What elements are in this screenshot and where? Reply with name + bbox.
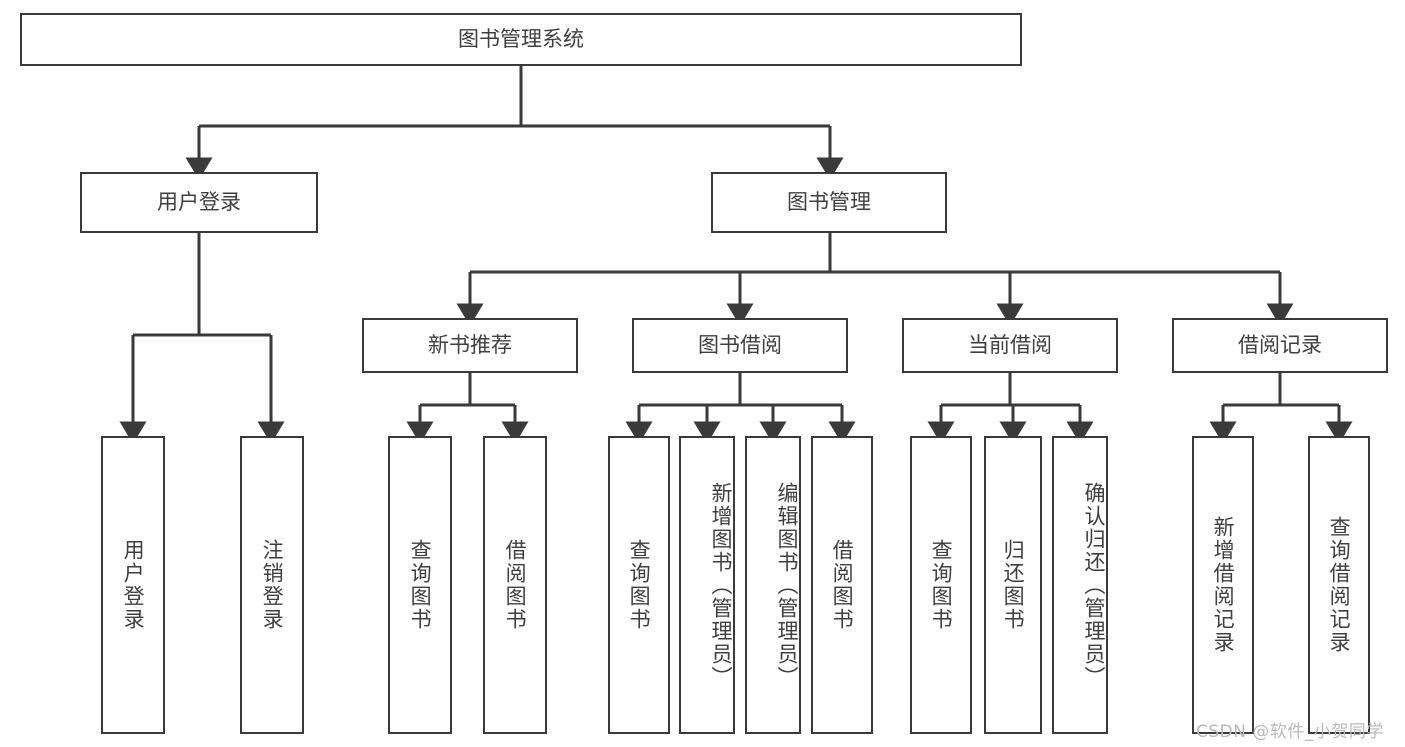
node-leaf-query-book-current-label: 查询图书 xyxy=(929,539,954,631)
node-leaf-logout[interactable]: 注销登录 xyxy=(240,436,304,734)
node-leaf-add-book-admin-label: 新增图书（管理员） xyxy=(709,481,733,689)
node-leaf-query-book-borrow[interactable]: 查询图书 xyxy=(608,436,670,734)
node-leaf-user-login[interactable]: 用户登录 xyxy=(101,436,165,734)
node-leaf-confirm-return-admin-label: 确认归还（管理员） xyxy=(1082,481,1106,689)
node-book-borrow[interactable]: 图书借阅 xyxy=(632,318,848,373)
node-leaf-borrow-book-recommendation[interactable]: 借阅图书 xyxy=(483,436,547,734)
node-leaf-add-book-admin[interactable]: 新增图书（管理员） xyxy=(679,436,735,734)
node-book-manage-label: 图书管理 xyxy=(787,190,871,215)
node-leaf-add-borrow-record[interactable]: 新增借阅记录 xyxy=(1192,436,1254,734)
node-leaf-user-login-label: 用户登录 xyxy=(121,539,146,631)
node-borrow-record[interactable]: 借阅记录 xyxy=(1172,318,1388,373)
node-leaf-add-borrow-record-label: 新增借阅记录 xyxy=(1211,516,1236,654)
csdn-watermark: CSDN @软件_小贺同学 xyxy=(1196,722,1384,742)
node-new-book-recommendation-label: 新书推荐 xyxy=(428,333,512,358)
node-leaf-logout-label: 注销登录 xyxy=(260,539,285,631)
node-leaf-borrow-book-label: 借阅图书 xyxy=(830,539,855,631)
node-user-login[interactable]: 用户登录 xyxy=(80,172,318,233)
node-leaf-query-book-borrow-label: 查询图书 xyxy=(627,539,652,631)
node-leaf-borrow-book-recommendation-label: 借阅图书 xyxy=(503,539,528,631)
node-current-borrow-label: 当前借阅 xyxy=(968,333,1052,358)
node-leaf-return-book-label: 归还图书 xyxy=(1001,539,1026,631)
node-borrow-record-label: 借阅记录 xyxy=(1238,333,1322,358)
node-new-book-recommendation[interactable]: 新书推荐 xyxy=(362,318,578,373)
node-leaf-query-book-recommendation[interactable]: 查询图书 xyxy=(388,436,452,734)
node-leaf-query-borrow-record[interactable]: 查询借阅记录 xyxy=(1308,436,1370,734)
node-current-borrow[interactable]: 当前借阅 xyxy=(902,318,1118,373)
node-leaf-query-book-recommendation-label: 查询图书 xyxy=(408,539,433,631)
node-leaf-edit-book-admin[interactable]: 编辑图书（管理员） xyxy=(745,436,801,734)
node-leaf-query-borrow-record-label: 查询借阅记录 xyxy=(1327,516,1352,654)
node-root[interactable]: 图书管理系统 xyxy=(20,13,1022,66)
node-leaf-return-book[interactable]: 归还图书 xyxy=(984,436,1042,734)
node-root-label: 图书管理系统 xyxy=(458,27,584,52)
node-book-manage[interactable]: 图书管理 xyxy=(711,172,947,233)
node-leaf-query-book-current[interactable]: 查询图书 xyxy=(910,436,972,734)
node-book-borrow-label: 图书借阅 xyxy=(698,333,782,358)
node-user-login-label: 用户登录 xyxy=(157,190,241,215)
node-leaf-edit-book-admin-label: 编辑图书（管理员） xyxy=(775,481,799,689)
node-leaf-borrow-book[interactable]: 借阅图书 xyxy=(811,436,873,734)
node-leaf-confirm-return-admin[interactable]: 确认归还（管理员） xyxy=(1052,436,1108,734)
